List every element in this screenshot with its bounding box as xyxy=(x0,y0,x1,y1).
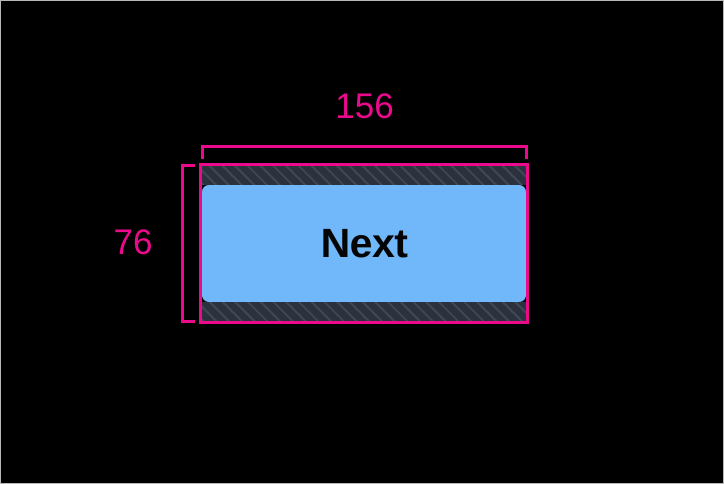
height-dimension-bracket xyxy=(181,164,195,323)
height-dimension-label: 76 xyxy=(113,223,153,262)
selected-element-bounds[interactable]: Next xyxy=(199,163,529,324)
padding-band-top xyxy=(202,166,526,185)
padding-band-bottom xyxy=(202,302,526,321)
width-dimension-label: 156 xyxy=(335,87,394,126)
next-button-label: Next xyxy=(320,220,408,266)
width-dimension-bracket xyxy=(201,145,528,159)
next-button[interactable]: Next xyxy=(202,185,526,302)
element-content-slot: Next xyxy=(202,185,526,302)
